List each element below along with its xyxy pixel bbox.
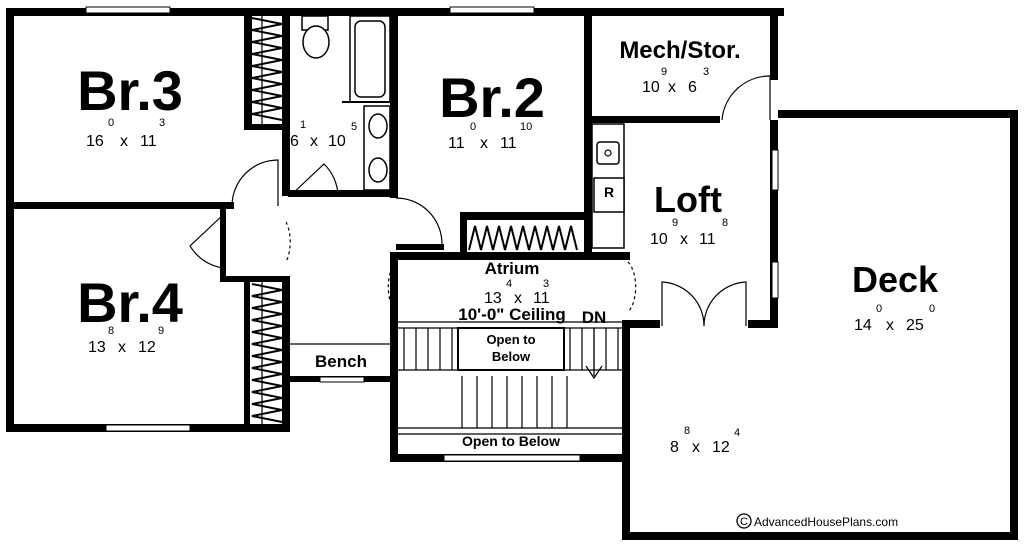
room-times: x: [310, 133, 318, 150]
open-to-below-bottom: Open to Below: [462, 433, 560, 449]
room-times: x: [886, 317, 894, 334]
room-name: Mech/Stor.: [619, 37, 740, 64]
atrium-ceiling: 10'-0" Ceiling: [458, 305, 566, 324]
room-name: Br.3: [77, 59, 183, 122]
room-height: 6: [688, 79, 697, 96]
room-width-sup: 8: [108, 325, 114, 337]
room-height: 11: [533, 290, 550, 307]
bath-fixtures: [301, 15, 391, 191]
copyright: C AdvancedHousePlans.com: [736, 513, 898, 529]
room-height-sup: 10: [520, 121, 532, 133]
room-atrium: Atrium 13 4 x 11 3 10'-0" Ceiling DN: [458, 259, 606, 327]
room-width: 10: [642, 79, 660, 96]
room-height: 10: [328, 133, 346, 150]
fridge-label: R: [604, 184, 614, 200]
room-times: x: [668, 79, 676, 96]
stairs: [288, 321, 624, 435]
room-width-sup: 0: [470, 121, 476, 133]
closet-br4: [251, 282, 283, 424]
room-height: 25: [906, 317, 924, 334]
room-width-sup: 4: [506, 278, 512, 290]
room-br4: Br.4 13 8 x 12 9: [77, 271, 183, 356]
doors: [189, 75, 771, 327]
room-height: 11: [500, 135, 517, 152]
room-width: 10: [650, 231, 668, 248]
room-name: Deck: [852, 259, 939, 300]
open-to-line2: Below: [492, 349, 531, 364]
room-height-sup: 5: [351, 121, 357, 133]
room-bath: 6 1 x 10 5: [290, 119, 357, 150]
room-height-sup: 3: [543, 278, 549, 290]
kitchenette: [591, 123, 625, 249]
room-height-sup: 9: [158, 325, 164, 337]
windows: [85, 6, 779, 462]
room-width: 13: [88, 339, 106, 356]
room-times: x: [514, 290, 522, 307]
room-name: Atrium: [485, 259, 540, 278]
room-name: Br.2: [439, 66, 545, 129]
copyright-text: AdvancedHousePlans.com: [754, 515, 898, 529]
room-deck: Deck 14 0 x 25 0: [852, 259, 939, 334]
room-times: x: [680, 231, 688, 248]
room-times: x: [692, 439, 700, 456]
room-height-sup: 4: [734, 427, 740, 439]
bench-label: Bench: [315, 352, 367, 371]
room-height-sup: 3: [159, 117, 165, 129]
room-br2: Br.2 11 0 x 11 10: [439, 66, 545, 152]
open-to-line1: Open to: [486, 332, 535, 347]
closet-br3: [251, 16, 283, 124]
room-times: x: [480, 135, 488, 152]
room-height-sup: 0: [929, 303, 935, 315]
room-name: Loft: [654, 179, 722, 220]
room-name: Br.4: [77, 271, 183, 334]
room-height-sup: 8: [722, 217, 728, 229]
room-times: x: [120, 133, 128, 150]
room-width-sup: 0: [108, 117, 114, 129]
room-height: 12: [712, 439, 730, 456]
open-to-below-labels: Open to Below Open to Below: [462, 332, 560, 449]
room-width: 14: [854, 317, 872, 334]
closet-atrium: [467, 220, 584, 252]
stair-dn-label: DN: [582, 308, 607, 327]
room-loft: Loft 10 9 x 11 8 R: [604, 179, 728, 248]
room-mech: Mech/Stor. 10 9 x 6 3: [619, 37, 740, 96]
room-height: 11: [140, 133, 157, 150]
room-width-sup: 9: [672, 217, 678, 229]
room-width: 16: [86, 133, 104, 150]
room-width: 8: [670, 439, 679, 456]
room-lower-deck: 8 8 x 12 4: [670, 425, 740, 456]
room-width: 13: [484, 290, 502, 307]
room-height: 12: [138, 339, 156, 356]
room-width-sup: 0: [876, 303, 882, 315]
room-br3: Br.3 16 0 x 11 3: [77, 59, 183, 150]
room-width: 6: [290, 133, 299, 150]
room-width: 11: [448, 135, 465, 152]
room-width-sup: 9: [661, 66, 667, 78]
room-height: 11: [699, 231, 716, 248]
room-width-sup: 1: [300, 119, 306, 131]
room-width-sup: 8: [684, 425, 690, 437]
copyright-symbol: C: [740, 516, 748, 528]
room-height-sup: 3: [703, 66, 709, 78]
room-times: x: [118, 339, 126, 356]
